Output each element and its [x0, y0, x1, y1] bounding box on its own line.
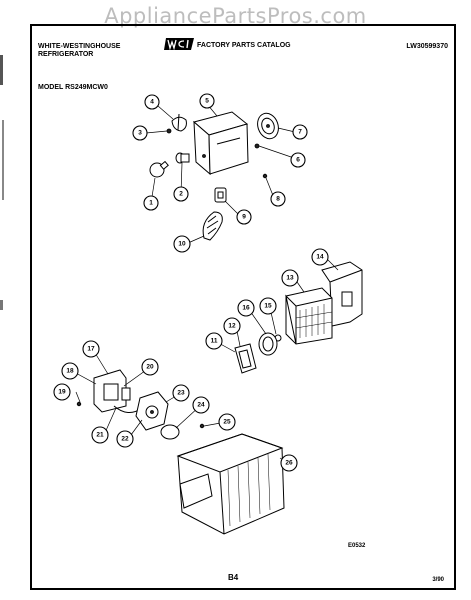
- callout-5: 5: [199, 93, 215, 109]
- screw-8: [262, 173, 268, 179]
- catalog-number: LW30599370: [406, 43, 448, 50]
- svg-text:1: 1: [149, 200, 153, 207]
- callout-13: 13: [281, 269, 299, 287]
- svg-text:10: 10: [178, 241, 186, 248]
- exploded-parts-diagram: 1 2 3 4 5 6 7 8 9 10 11 12 13 14 15 16 1…: [53, 93, 363, 535]
- ice-bucket-part: [176, 433, 285, 535]
- svg-text:15: 15: [264, 303, 272, 310]
- svg-text:18: 18: [66, 368, 74, 375]
- callout-16: 16: [237, 299, 255, 317]
- callout-2: 2: [173, 186, 189, 202]
- svg-text:4: 4: [150, 99, 154, 106]
- callout-23: 23: [172, 384, 190, 402]
- product-type: REFRIGERATOR: [38, 51, 94, 58]
- callout-17: 17: [82, 340, 100, 358]
- actuator-bracket-part: [93, 369, 127, 413]
- svg-text:11: 11: [211, 338, 218, 345]
- svg-text:26: 26: [285, 460, 293, 467]
- spring-part: [160, 424, 180, 440]
- gasket-ring-part: [258, 332, 278, 356]
- callout-15: 15: [259, 297, 277, 315]
- callout-22: 22: [116, 430, 134, 448]
- brand-block: WHITE-WESTINGHOUSE REFRIGERATOR: [38, 43, 120, 59]
- svg-text:20: 20: [146, 364, 154, 371]
- spacer-part: [254, 143, 260, 149]
- page-number: B4: [228, 573, 239, 582]
- callout-6: 6: [290, 152, 306, 168]
- callout-9: 9: [236, 209, 252, 225]
- svg-text:19: 19: [58, 389, 66, 396]
- svg-text:12: 12: [228, 323, 236, 330]
- svg-text:2: 2: [179, 191, 183, 198]
- bracket-part: [214, 187, 227, 203]
- wci-logo: [164, 38, 194, 51]
- svg-text:5: 5: [205, 98, 209, 105]
- diagram-code: E0532: [348, 543, 366, 549]
- model-number: MODEL RS249MCW0: [38, 84, 108, 91]
- svg-text:14: 14: [316, 254, 324, 261]
- svg-text:21: 21: [96, 432, 104, 439]
- svg-text:22: 22: [121, 436, 129, 443]
- callout-19: 19: [53, 383, 71, 401]
- svg-text:17: 17: [87, 346, 95, 353]
- solenoid-part: [135, 391, 169, 431]
- svg-text:23: 23: [177, 390, 185, 397]
- screw-25: [199, 423, 205, 429]
- catalog-title: FACTORY PARTS CATALOG: [197, 42, 291, 49]
- callout-21: 21: [91, 426, 109, 444]
- svg-text:25: 25: [223, 419, 231, 426]
- callout-24: 24: [192, 396, 210, 414]
- svg-text:7: 7: [298, 129, 302, 136]
- housing-grid-part: [285, 287, 333, 345]
- callout-25: 25: [218, 413, 236, 431]
- callout-10: 10: [173, 235, 191, 253]
- callout-12: 12: [223, 317, 241, 335]
- screw-19: [76, 401, 82, 407]
- svg-text:6: 6: [296, 157, 300, 164]
- damper-part: [171, 113, 187, 132]
- callout-14: 14: [311, 248, 329, 266]
- light-bulb-part: [149, 160, 169, 178]
- scan-edge-artifact: [0, 55, 4, 310]
- parts-catalog-sheet: WHITE-WESTINGHOUSE REFRIGERATOR FACTORY …: [30, 24, 456, 590]
- motor-shaft-part: [175, 152, 190, 164]
- svg-text:8: 8: [276, 196, 280, 203]
- callout-20: 20: [141, 358, 159, 376]
- callout-7: 7: [292, 124, 308, 140]
- callout-11: 11: [205, 332, 223, 350]
- svg-text:24: 24: [197, 402, 205, 409]
- callout-1: 1: [143, 195, 159, 211]
- screw-3: [166, 128, 172, 134]
- duct-part: [202, 211, 223, 241]
- brand-name: WHITE-WESTINGHOUSE: [38, 43, 121, 50]
- fan-blade-part: [257, 112, 279, 140]
- callout-3: 3: [132, 125, 148, 141]
- frame-part: [234, 343, 257, 374]
- callout-8: 8: [270, 191, 286, 207]
- callout-18: 18: [61, 362, 79, 380]
- callout-26: 26: [280, 454, 298, 472]
- revision-date: 3/90: [432, 577, 444, 583]
- svg-text:9: 9: [242, 214, 246, 221]
- motor-housing-part: [192, 111, 249, 176]
- svg-text:16: 16: [242, 305, 250, 312]
- switch-part: [121, 387, 131, 401]
- svg-text:13: 13: [286, 275, 294, 282]
- svg-text:3: 3: [138, 130, 142, 137]
- callout-4: 4: [144, 94, 160, 110]
